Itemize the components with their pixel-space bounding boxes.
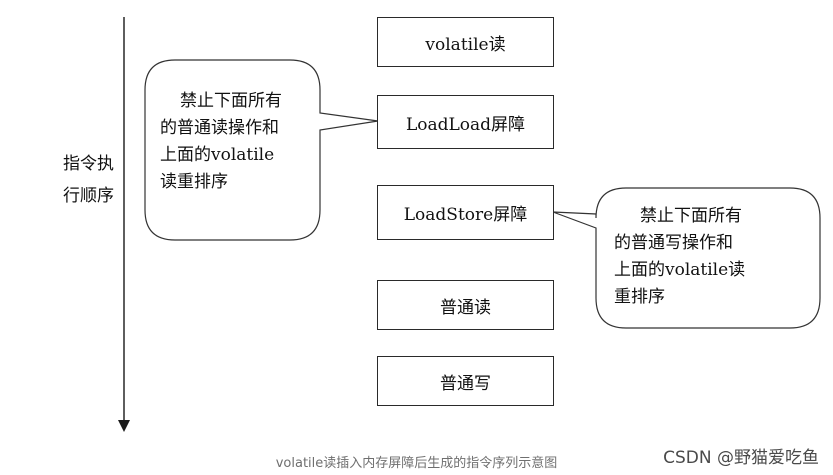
instruction-box-volatile-read: volatile读 — [377, 17, 554, 67]
note-line: 上面的volatile读 — [614, 260, 746, 280]
axis-label-line: 行顺序 — [63, 186, 114, 206]
note-line: 重排序 — [614, 287, 665, 307]
note-line: 的普通读操作和 — [160, 118, 279, 138]
note-line: 禁止下面所有 — [180, 91, 282, 111]
axis-arrowhead-icon — [118, 420, 130, 432]
note-line: 禁止下面所有 — [640, 206, 742, 226]
axis-label-line: 指令执 — [63, 154, 114, 174]
instruction-box-loadload-barrier: LoadLoad屏障 — [377, 95, 554, 149]
csdn-watermark: CSDN @野猫爱吃鱼 — [663, 448, 819, 468]
right-note-text: 禁止下面所有 的普通写操作和 上面的volatile读 重排序 — [614, 203, 745, 311]
axis-label: 指令执 行顺序 — [63, 148, 114, 212]
note-line: 读重排序 — [160, 172, 228, 192]
instruction-box-normal-read: 普通读 — [377, 280, 554, 330]
note-line: 上面的volatile — [160, 145, 275, 165]
right-note-bubble — [552, 187, 821, 329]
left-note-bubble — [144, 59, 379, 241]
instruction-box-normal-write: 普通写 — [377, 356, 554, 406]
figure-caption: volatile读插入内存屏障后生成的指令序列示意图 — [275, 456, 558, 471]
note-line: 的普通写操作和 — [614, 233, 733, 253]
left-note-text: 禁止下面所有 的普通读操作和 上面的volatile 读重排序 — [160, 88, 282, 196]
instruction-box-loadstore-barrier: LoadStore屏障 — [377, 185, 554, 240]
